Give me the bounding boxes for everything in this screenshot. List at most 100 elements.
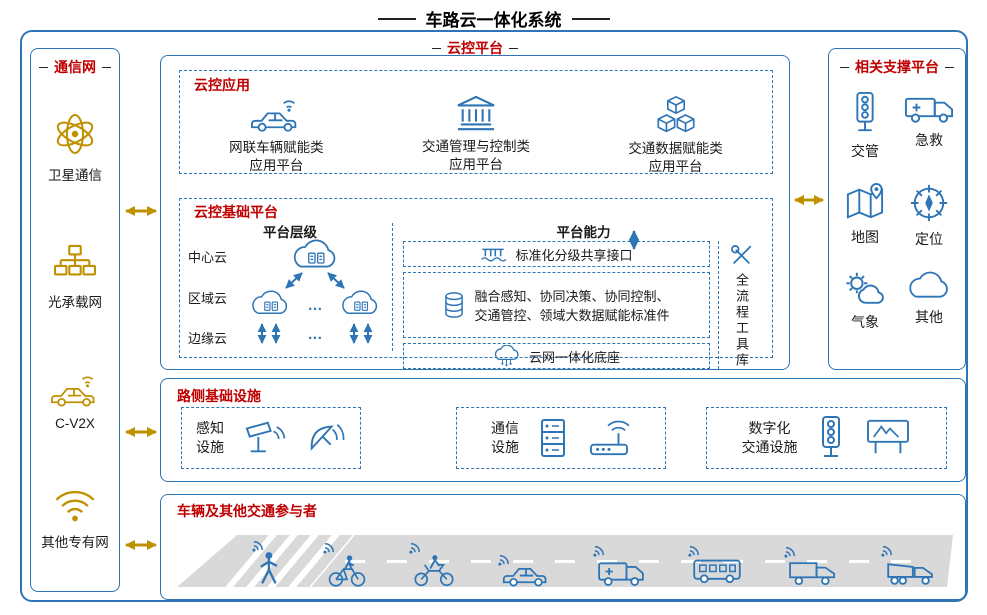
motorcycle-icon <box>413 553 455 587</box>
router-icon <box>587 419 631 457</box>
cloud-base-platform-title: 云控基础平台 <box>194 204 278 220</box>
platform-hierarchy-body: 中心云 区域云 边缘云 … <box>188 239 392 353</box>
bus-icon <box>692 556 742 587</box>
regional-cloud-icon <box>252 290 288 315</box>
cloud-platform-panel: 云控应用 网联车辆赋能类 应用平台 交通管理与控制类 应用平台 交通数据赋能类 … <box>160 55 790 370</box>
platform-capability-title: 平台能力 <box>556 225 611 240</box>
shared-interface-icon <box>480 244 506 264</box>
toolbox-label: 全流程工具库 <box>734 273 749 369</box>
level-center-cloud: 中心云 <box>188 250 228 265</box>
title-dash <box>509 47 518 49</box>
comm-item-cv2x: C-V2X <box>49 371 101 431</box>
support-item-label: 交管 <box>851 143 879 159</box>
title-dash <box>102 66 111 68</box>
cloud-icon <box>906 271 952 301</box>
title-left-line <box>377 17 416 20</box>
platform-hierarchy-title: 平台层级 <box>263 225 317 240</box>
dump-truck-icon <box>885 556 937 587</box>
support-item-emergency: 急救 <box>897 91 961 161</box>
connected-car-icon <box>49 371 101 409</box>
weather-icon <box>843 271 887 306</box>
support-item-label: 急救 <box>915 132 943 148</box>
group-label: 感知 设施 <box>196 420 224 455</box>
communication-items: 卫星通信 光承载网 C-V2X 其他专有网 <box>31 77 119 591</box>
truck-icon <box>788 557 838 587</box>
cloud-hierarchy-diagram: … … <box>252 239 378 344</box>
capability-row-interface: 标准化分级共享接口 <box>403 241 710 267</box>
support-item-label: 定位 <box>915 231 943 247</box>
platform-hierarchy-section: 平台层级 中心云 区域云 边缘云 … <box>180 221 392 353</box>
comm-to-roadside-arrow <box>124 426 158 438</box>
wifi-icon <box>53 491 97 524</box>
traffic-participant-pedestrian <box>256 551 280 587</box>
digital-traffic-facilities-group: 数字化 交通设施 <box>706 407 947 469</box>
signal-icon <box>322 540 337 555</box>
cloud-network-icon <box>493 345 520 367</box>
traffic-light-icon <box>850 91 880 135</box>
cloud-applications-title: 云控应用 <box>194 77 250 93</box>
support-item-map: 地图 <box>833 183 897 249</box>
app-connected-vehicle-platform: 网联车辆赋能类 应用平台 <box>229 95 324 175</box>
title-dash <box>39 66 48 68</box>
page-title-text: 车路云一体化系统 <box>425 11 562 30</box>
cloud-base-platform-content: 平台层级 中心云 区域云 边缘云 … <box>180 221 772 369</box>
regional-cloud-icon <box>342 290 378 315</box>
capability-row-label: 标准化分级共享接口 <box>515 247 633 263</box>
communication-network-title: 通信网 <box>31 57 119 77</box>
traffic-participant-truck <box>788 557 838 587</box>
comm-item-optical-network: 光承载网 <box>48 244 102 311</box>
traffic-participant-bicycle <box>327 553 367 587</box>
comm-to-cloud-arrow <box>124 205 158 217</box>
comm-item-label: 其他专有网 <box>41 535 109 550</box>
support-item-label: 气象 <box>851 314 879 330</box>
map-icon <box>844 183 886 221</box>
cloud-base-platform-box: 云控基础平台 平台层级 中心云 区域云 边缘云 <box>179 198 773 369</box>
cloud-to-support-arrow <box>793 194 825 206</box>
hierarchy-level-labels: 中心云 区域云 边缘云 <box>188 239 240 353</box>
center-cloud-icon <box>293 239 336 268</box>
signal-icon <box>592 543 607 558</box>
capability-row-standard-parts: 融合感知、协同决策、协同控制、 交通管控、领域大数据赋能标准件 <box>403 272 710 338</box>
roadside-infrastructure-title: 路侧基础设施 <box>177 388 261 404</box>
participants-row <box>256 551 937 587</box>
full-process-toolbox: 全流程工具库 <box>718 241 764 369</box>
cloud-applications-row: 网联车辆赋能类 应用平台 交通管理与控制类 应用平台 交通数据赋能类 应用平台 <box>180 95 772 175</box>
traffic-light-icon <box>816 415 846 461</box>
billboard-icon <box>864 418 912 458</box>
app-label: 网联车辆赋能类 应用平台 <box>229 140 324 173</box>
ellipsis: … <box>308 326 323 343</box>
title-dash <box>945 66 954 68</box>
database-icon <box>443 291 465 319</box>
lane-marking <box>345 560 931 563</box>
capability-row-label: 融合感知、协同决策、协同控制、 交通管控、领域大数据赋能标准件 <box>474 289 670 323</box>
pedestrian-icon <box>256 551 280 587</box>
level-edge-cloud: 边缘云 <box>188 331 228 346</box>
level-regional-cloud: 区域云 <box>188 290 228 306</box>
capability-row-cloud-network-base: 云网一体化底座 <box>403 343 710 369</box>
car-icon <box>502 565 550 587</box>
support-item-label: 地图 <box>851 229 879 245</box>
optical-network-icon <box>53 244 97 284</box>
communication-facilities-group: 通信 设施 <box>456 407 666 469</box>
cloud-platform-title: 云控平台 <box>160 38 790 58</box>
cloud-applications-box: 云控应用 网联车辆赋能类 应用平台 交通管理与控制类 应用平台 交通数据赋能类 … <box>179 70 773 174</box>
app-traffic-management-platform: 交通管理与控制类 应用平台 <box>422 95 530 175</box>
app-traffic-data-platform: 交通数据赋能类 应用平台 <box>628 95 723 175</box>
platform-capability-section: 平台能力 标准化分级共享接口 融合感知、协同决策、协同控制、 交通管控、领域大数… <box>393 221 772 369</box>
title-dash <box>840 66 849 68</box>
comm-item-label: 光承载网 <box>48 295 102 310</box>
ambulance-icon <box>904 91 954 124</box>
support-platforms-title: 相关支撑平台 <box>829 57 965 77</box>
support-item-traffic-police: 交管 <box>833 91 897 161</box>
cctv-camera-icon <box>242 419 286 457</box>
traffic-participant-dump-truck <box>885 556 937 587</box>
title-right-line <box>571 17 610 20</box>
app-label: 交通管理与控制类 应用平台 <box>421 139 530 172</box>
support-item-weather: 气象 <box>833 271 897 332</box>
section-divider <box>392 223 393 351</box>
signal-icon <box>497 552 512 567</box>
ellipsis: … <box>308 297 323 314</box>
capability-rows: 标准化分级共享接口 融合感知、协同决策、协同控制、 交通管控、领域大数据赋能标准… <box>403 241 710 369</box>
comm-item-private-network: 其他专有网 <box>41 491 109 551</box>
